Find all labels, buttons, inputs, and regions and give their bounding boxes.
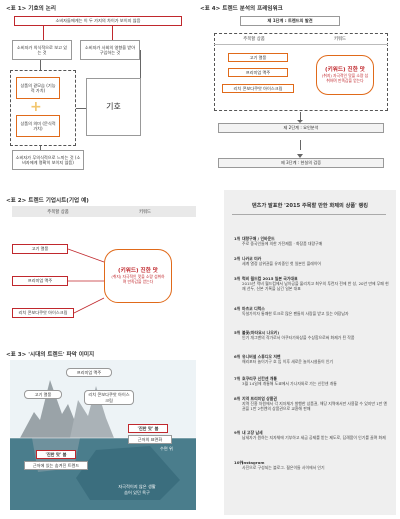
rank-desc: 3월 14일에 개통해 도쿄에서 가나자와로 가는 신칸센 개통 xyxy=(242,381,337,387)
rank-name: 호쿠리쿠 신칸센 개통 xyxy=(242,376,277,381)
ranking-panel xyxy=(224,190,396,515)
surface-box: 상품의 겉모습 (기능적 가치) xyxy=(16,77,60,99)
product-item: 고기 열풍 xyxy=(228,53,288,62)
keyword-title: (키워드) 진한 맛 xyxy=(325,67,365,74)
ranking-item: 5위 불꽃(마타요시 나오키)인기 개그맨의 작가로서 아쿠타가와상을 수상함으… xyxy=(234,330,390,340)
deep-need-sub: 숨어 있던 욕구 xyxy=(124,489,150,495)
product-item: 리치 콘보다쿠앗 아이스크림 xyxy=(222,84,294,93)
step1-group xyxy=(214,33,388,111)
step3-box: 제 3단계 : 현실의 검증 xyxy=(218,158,384,168)
rank-desc: 주로 중국인들에 의한 가전제품 · 화장품 대량구매 xyxy=(242,241,323,247)
rank-number: 10위 xyxy=(234,460,243,465)
sign-box: 기호 xyxy=(86,78,141,136)
rank-name: 럭비 월드컵 2015 일본 국가대표 xyxy=(242,276,298,281)
right-top-box: 소비자가 사회의 영향을 받아 구입하는 것 xyxy=(80,40,140,60)
column-header-products: 주목할 상품 xyxy=(243,37,265,42)
keyword-sub: (취지) 자극적인 맛을 소량 섭취하며 만족감을 얻는다 xyxy=(111,274,165,284)
rank-name: 지역 프리미엄 상품권 xyxy=(242,396,277,401)
rank-name: 대량구매 / 인바운드 xyxy=(242,236,275,241)
peak-label: 프리미엄 맥주 xyxy=(66,368,112,377)
rank-desc: 납세자가 원하는 지자체에 기부하고 세금 공제를 받는 제도로, 답례품이 인… xyxy=(242,435,386,441)
rank-name: 유니버설 스튜디오 저팬 xyxy=(242,354,281,359)
ranking-title: 덴츠가 발표한 '2015 주목할 만한 화제의 상품' 랭킹 xyxy=(251,203,369,209)
figure-4-title: <표 4> 트렌드 분석의 프레임워크 xyxy=(200,6,283,12)
rank-name: 내 고장 납세 xyxy=(242,430,263,435)
product-item: 프리미엄 맥주 xyxy=(12,276,68,286)
rank-number: 9위 xyxy=(234,430,241,435)
rank-name: 불꽃(마타요시 나오키) xyxy=(242,330,280,335)
keyword-bubble: (키워드) 진한 맛 (취지) 자극적인 맛을 소량 섭취하며 만족감을 얻는다 xyxy=(316,55,374,95)
column-header-keyword: 키워드 xyxy=(138,210,152,215)
figure-2-title: <표 2> 트렌드 기업시트(기업 예) xyxy=(6,198,89,204)
hidden-trend-sub: 근저에 있는 숨겨진 트렌드 xyxy=(24,461,88,470)
fig2-header-bar xyxy=(12,206,196,217)
rank-desc: 해리포터 놀이기구 호 입 이후 새로운 놀이시설들이 인기 xyxy=(242,359,333,365)
product-item: 리치 콘보다쿠앗 아이스크림 xyxy=(12,308,74,318)
rank-number: 5위 xyxy=(234,330,241,335)
rank-desc: 사진으로 구성되는 블로그. 젊은이들 사이에서 인기 xyxy=(242,465,325,471)
top-label-box: 소비자들에게는 이 두 가지의 차이가 보이지 않음 xyxy=(14,16,182,26)
rank-number: 3위 xyxy=(234,276,241,281)
step2-box: 제 2단계 : 요인분석 xyxy=(218,123,384,133)
product-group xyxy=(10,70,76,146)
rank-number: 4위 xyxy=(234,306,241,311)
rank-number: 2위 xyxy=(234,256,241,261)
column-header-products: 주목할 상품 xyxy=(47,210,69,215)
peak-label: 고기 열풍 xyxy=(24,390,62,399)
rank-desc: 인기 개그맨의 작가로서 아쿠타가와상을 수상함으로써 화제가 된 작품 xyxy=(242,335,355,341)
rank-name: 마츠코 디럭스 xyxy=(242,306,265,311)
water-level-label: 수면 위 xyxy=(160,446,173,451)
rank-number: 8위 xyxy=(234,396,241,401)
deep-need-label: 자극적이지 않은 생활 xyxy=(118,484,156,489)
rank-desc: 독설가이자 통쾌한 토크로 많은 팬들의 사랑을 받고 있는 여장남자 xyxy=(242,311,349,317)
deep-need: 자극적이지 않은 생활 숨어 있던 욕구 xyxy=(102,484,172,496)
meaning-box: 상품의 의미 (문식적 가치) xyxy=(16,115,60,137)
rank-desc: 지역 진흥 차원에서 각 지자체가 발행한 상품권, 해당 지역에서만 사용할 … xyxy=(242,401,388,412)
rank-number: 7위 xyxy=(234,376,241,381)
keyword-title: (키워드) 진한 맛 xyxy=(118,268,158,275)
figure-3-title: <표 3> '시대의 트렌드' 파악 이미지 xyxy=(6,352,95,358)
peak-label: 리치 콘보다쿠앗 아이스크림 xyxy=(84,390,134,405)
rank-name: Instagram xyxy=(242,460,265,465)
left-top-box: 소비자가 의식적으로 보고 있는 것 xyxy=(12,40,72,60)
rank-number: 1위 xyxy=(234,236,241,241)
rank-name: 나카코 미카 xyxy=(242,256,262,261)
fig3-panel: 프리미엄 맥주 고기 열풍 리치 콘보다쿠앗 아이스크림 '진한 맛' 붐 근저… xyxy=(10,360,196,510)
keyword-bubble: (키워드) 진한 맛 (취지) 자극적인 맛을 소량 섭취하며 만족감을 얻는다 xyxy=(104,249,172,303)
rank-number: 6위 xyxy=(234,354,241,359)
figure-1-title: <표 1> 기호의 논리 xyxy=(6,6,56,12)
rank-desc: 세계 열정 상위권을 유지중인 첫 일본인 플레이어 xyxy=(242,261,322,267)
product-item: 고기 열풍 xyxy=(12,244,68,254)
bottom-box: 소비자가 무의식적으로 느끼는 것 (소비자에게 명확히 보이지 않음) xyxy=(12,150,84,170)
plus-icon: + xyxy=(30,99,42,115)
surface-trend-label: '진한 맛' 붐 xyxy=(128,424,168,433)
keyword-sub: (취지) 자극적인 맛을 소량 섭취하며 만족감을 얻는다 xyxy=(321,73,369,83)
step1-box: 제 1단계 : 트렌드의 발견 xyxy=(240,16,340,26)
step-arrows xyxy=(297,120,303,158)
hidden-trend-label: '진한 맛' 붐 xyxy=(36,450,76,459)
product-item: 프리미엄 맥주 xyxy=(228,68,288,77)
column-header-keyword: 키워드 xyxy=(333,37,347,42)
surface-trend-sub: 근저의 표면화 xyxy=(128,435,172,444)
rank-desc: 2015년 럭비 월드컵에서 남아공을 물리치고 최우의 투런자 전에 반 성,… xyxy=(242,281,389,292)
